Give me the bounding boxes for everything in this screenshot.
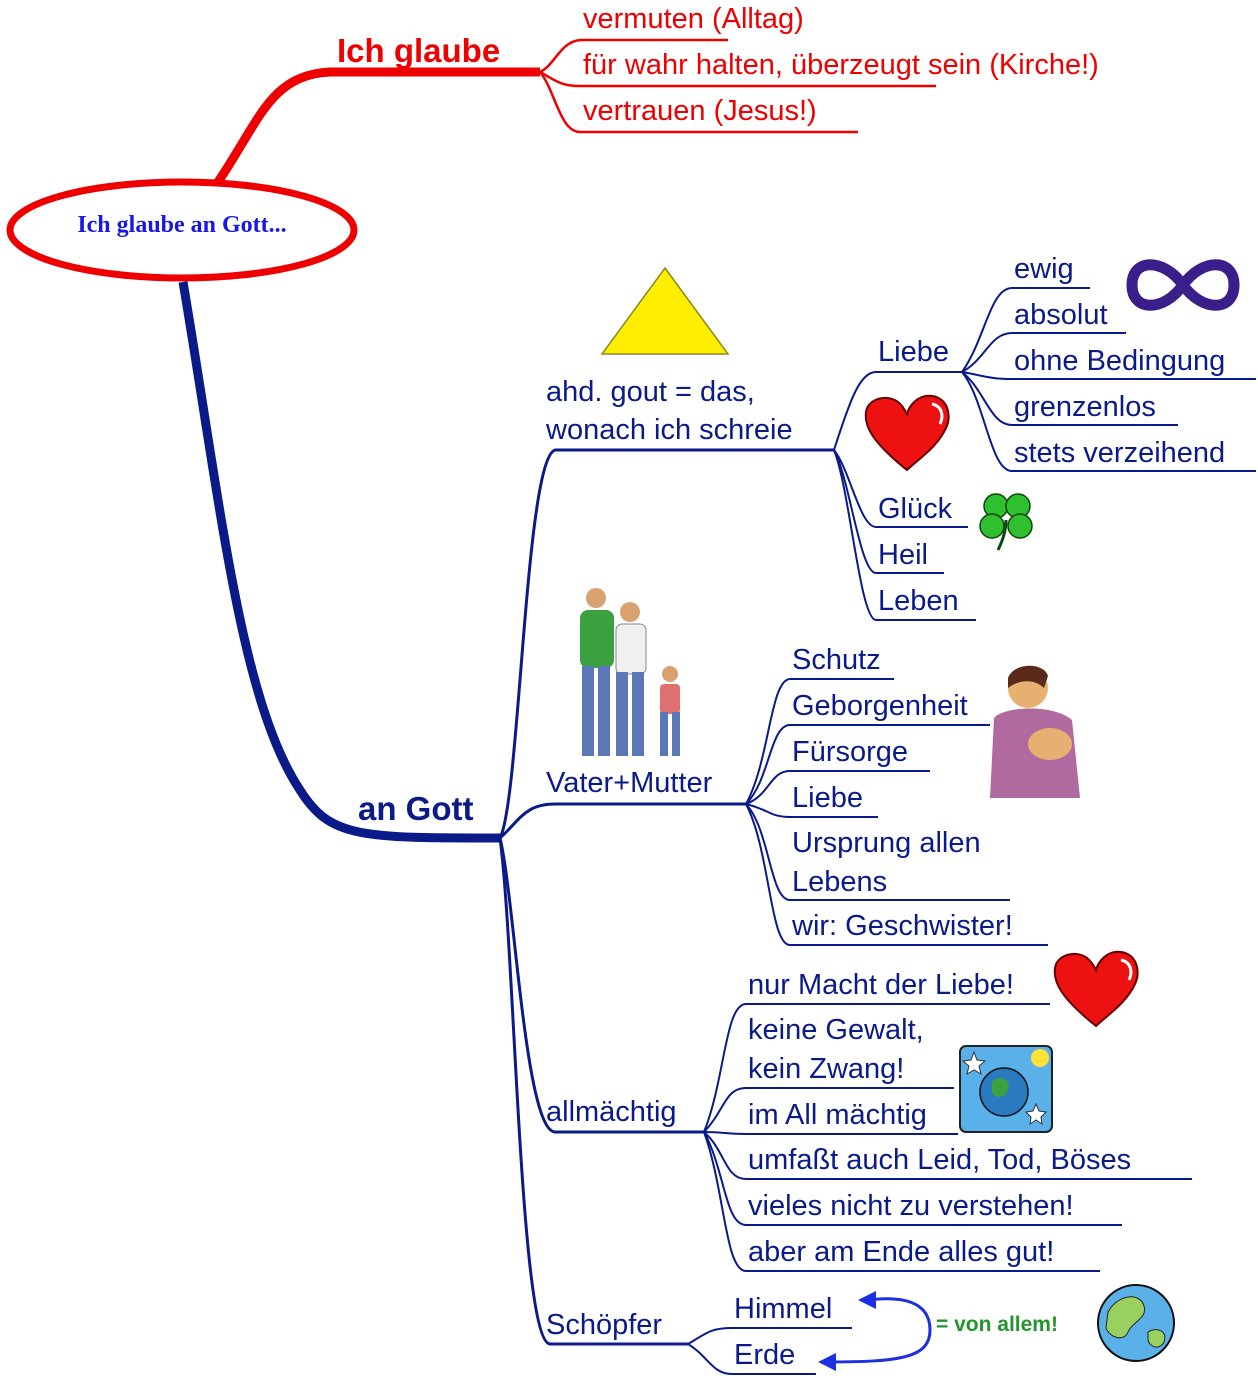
liebe-item: ohne Bedingung: [1014, 345, 1226, 377]
allmaechtig-item2-line2: kein Zwang!: [748, 1053, 905, 1085]
schoepfer-item: Erde: [734, 1339, 796, 1371]
clover-icon: [979, 493, 1033, 551]
earth-icon: [1097, 1284, 1175, 1362]
vater-mutter-item: Liebe: [792, 782, 863, 814]
allmaechtig-label: allmächtig: [546, 1096, 677, 1128]
gout-item: Glück: [878, 493, 953, 525]
allmaechtig-item: aber am Ende alles gut!: [748, 1236, 1055, 1268]
gout-item: Heil: [878, 539, 928, 571]
allmaechtig-item: vieles nicht zu verstehen!: [748, 1190, 1074, 1222]
vater-mutter-item: Schutz: [792, 644, 881, 676]
root-label: Ich glaube an Gott...: [77, 212, 287, 238]
gout-label-line2: wonach ich schreie: [546, 414, 793, 446]
vater-mutter-item: wir: Geschwister!: [792, 910, 1013, 942]
allmaechtig-item2-line1: keine Gewalt,: [748, 1014, 924, 1046]
vater-mutter-label: Vater+Mutter: [546, 767, 713, 799]
triangle-icon: [600, 266, 730, 355]
schoepfer-item: Himmel: [734, 1293, 833, 1325]
liebe-label: Liebe: [878, 336, 949, 368]
double-arrow-icon: [818, 1291, 932, 1371]
heart-icon: [1053, 950, 1139, 1028]
liebe-item: stets verzeihend: [1014, 437, 1226, 469]
ich-glaube-item: vertrauen (Jesus!): [583, 95, 817, 127]
schoepfer-label: Schöpfer: [546, 1309, 663, 1341]
liebe-item: ewig: [1014, 253, 1074, 285]
branch-ich-glaube: Ich glaube: [337, 32, 501, 69]
vater-mutter-item: Fürsorge: [792, 736, 909, 768]
ich-glaube-item: für wahr halten, überzeugt sein (Kirche!…: [583, 49, 1099, 81]
heart-icon: [864, 394, 950, 472]
liebe-item: absolut: [1014, 299, 1108, 331]
vater-mutter-item: Geborgenheit: [792, 690, 968, 722]
root-node: [6, 178, 358, 282]
branch-an-gott: an Gott: [358, 790, 474, 827]
ursprung-line2: Lebens: [792, 866, 888, 898]
allmaechtig-item: nur Macht der Liebe!: [748, 969, 1014, 1001]
liebe-item: grenzenlos: [1014, 391, 1156, 423]
von-allem-note: = von allem!: [936, 1313, 1058, 1336]
gout-item: Leben: [878, 585, 959, 617]
mother-child-icon: [990, 665, 1080, 798]
globe-stars-icon: [959, 1045, 1053, 1133]
ursprung-line1: Ursprung allen: [792, 827, 981, 859]
allmaechtig-item: im All mächtig: [748, 1099, 927, 1131]
family-icon: [580, 588, 680, 756]
allmaechtig-item: umfaßt auch Leid, Tod, Böses: [748, 1144, 1132, 1176]
gout-label-line1: ahd. gout = das,: [546, 376, 755, 408]
ich-glaube-item: vermuten (Alltag): [583, 3, 804, 35]
infinity-icon: [1126, 259, 1240, 311]
